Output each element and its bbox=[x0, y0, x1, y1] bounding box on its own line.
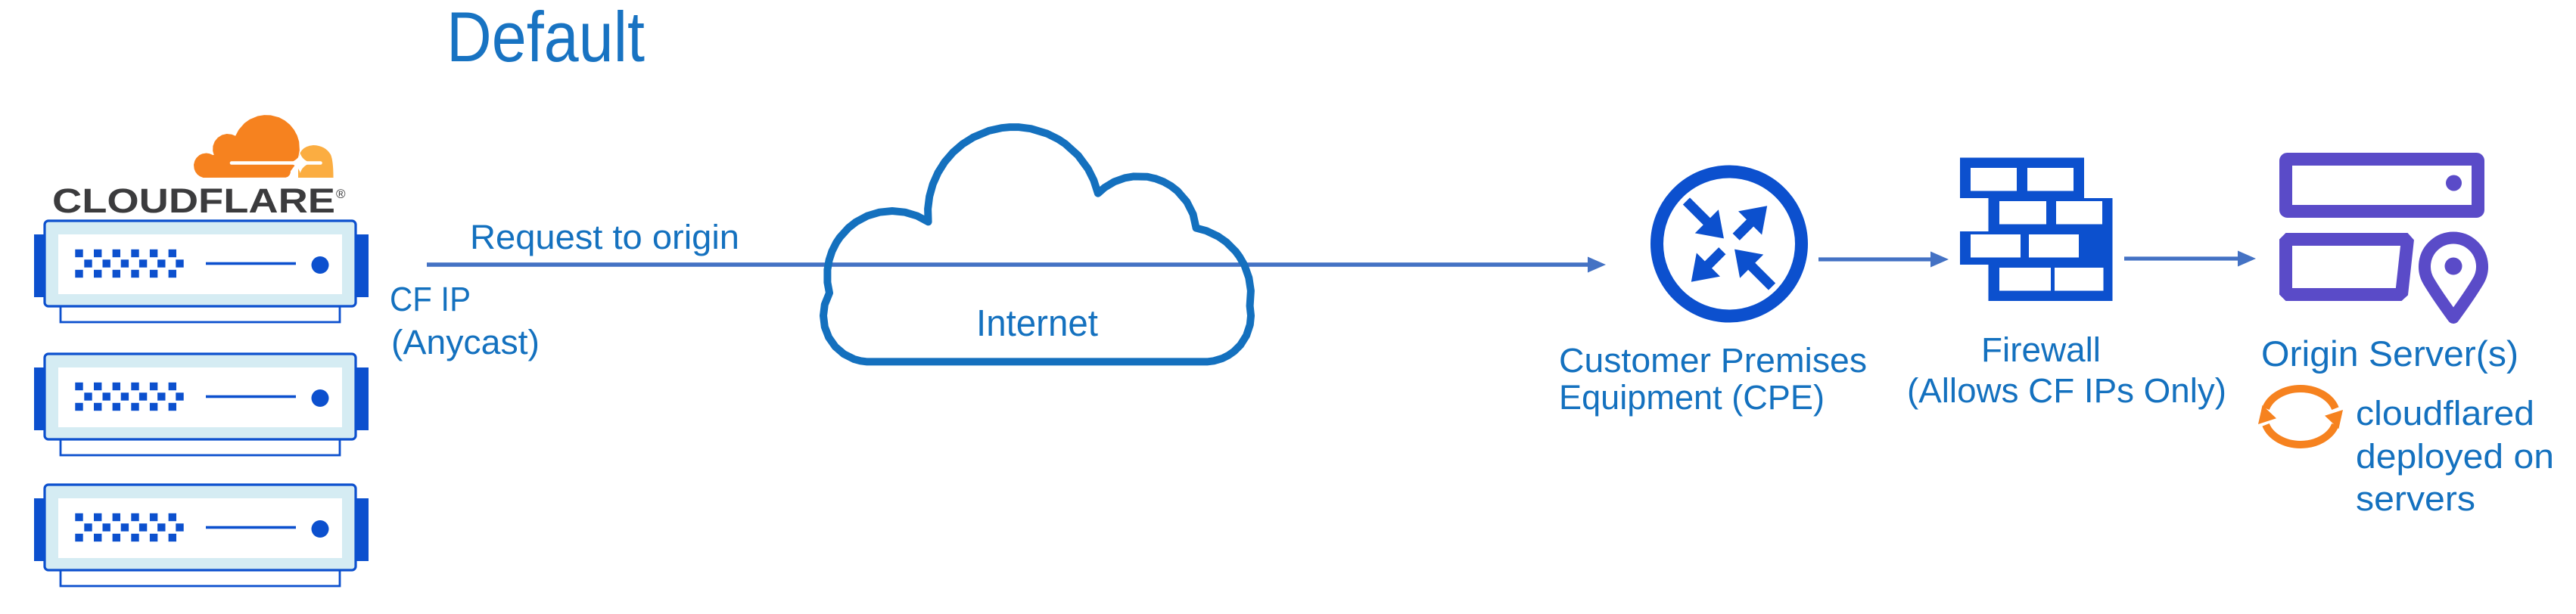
svg-text:Firewall: Firewall bbox=[1981, 330, 2101, 369]
svg-text:(Allows CF IPs Only): (Allows CF IPs Only) bbox=[1907, 371, 2226, 410]
svg-text:CF IP: CF IP bbox=[390, 280, 471, 318]
svg-text:Customer Premises: Customer Premises bbox=[1559, 341, 1867, 380]
svg-text:servers: servers bbox=[2356, 479, 2475, 518]
svg-text:Default: Default bbox=[446, 0, 645, 76]
svg-text:Internet: Internet bbox=[976, 303, 1098, 344]
svg-text:Origin Server(s): Origin Server(s) bbox=[2261, 334, 2518, 374]
svg-text:CLOUDFLARE: CLOUDFLARE bbox=[52, 181, 335, 220]
svg-text:Equipment (CPE): Equipment (CPE) bbox=[1559, 378, 1825, 417]
svg-text:(Anycast): (Anycast) bbox=[391, 323, 540, 361]
svg-text:®: ® bbox=[336, 187, 346, 201]
svg-text:Request to origin: Request to origin bbox=[470, 218, 739, 256]
svg-text:deployed on: deployed on bbox=[2356, 437, 2554, 476]
svg-text:cloudflared: cloudflared bbox=[2356, 394, 2534, 433]
